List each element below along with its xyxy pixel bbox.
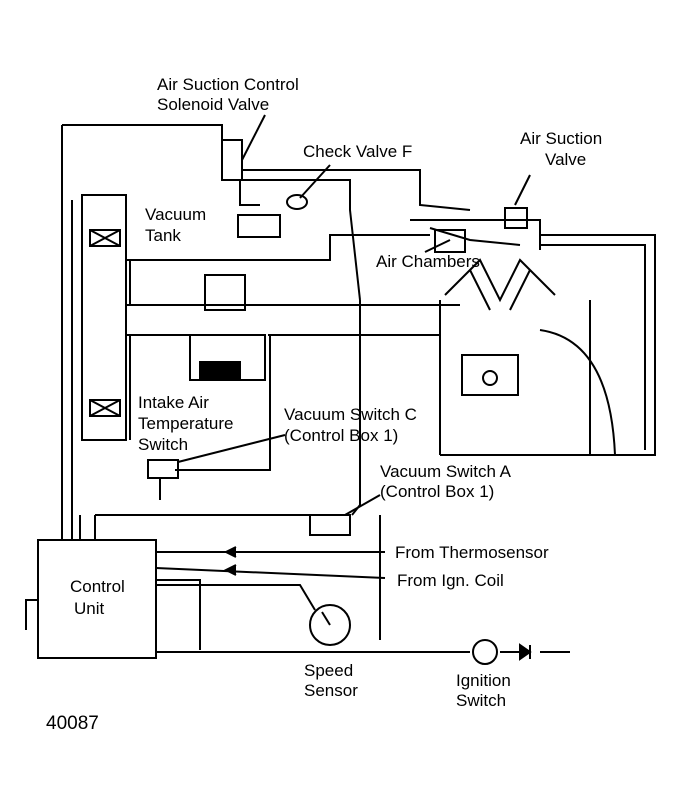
- label-valve: Valve: [545, 150, 587, 169]
- speed-sensor: [309, 604, 351, 646]
- label-temperature: Temperature: [138, 414, 234, 433]
- control-left-tab: [25, 599, 38, 630]
- piston-pin: [482, 370, 498, 386]
- figure-number: 40087: [46, 713, 99, 734]
- solenoid-valve: [221, 139, 243, 181]
- control-switch-line: [156, 579, 201, 650]
- label-ignition: Ignition: [456, 671, 511, 690]
- label-vacuum-switch-a: Vacuum Switch A: [380, 462, 512, 481]
- label-tank: Tank: [145, 226, 181, 245]
- pointer-air-chambers: [424, 239, 451, 253]
- throttle-body: [204, 274, 246, 311]
- diode: [519, 643, 532, 661]
- vacuum-tank-box: [237, 214, 281, 238]
- label-sensor: Sensor: [304, 681, 358, 700]
- canister-box-bottom: [89, 399, 121, 417]
- engine-curve: [539, 329, 616, 456]
- engine-cylinder: [439, 300, 600, 456]
- pointer-check: [299, 164, 331, 199]
- label-check-valve-f: Check Valve F: [303, 142, 413, 161]
- pointer-switch-c: [177, 434, 286, 463]
- check-valve: [286, 194, 308, 210]
- solenoid-lines: [242, 169, 471, 301]
- piston: [461, 354, 519, 396]
- air-suction-valve: [504, 207, 528, 229]
- air-chamber-box: [434, 229, 466, 253]
- solenoid-to-tank: [239, 180, 260, 206]
- left-outer-line: [61, 124, 223, 540]
- control-top-lines: [79, 515, 96, 540]
- engine-heads: [444, 258, 556, 311]
- canister-x-bottom: [89, 399, 121, 417]
- pointer-solenoid: [241, 114, 266, 161]
- speed-sensor-needle: [321, 611, 331, 626]
- label-switch: Switch: [138, 435, 189, 454]
- label-control-box-c: (Control Box 1): [284, 426, 399, 445]
- canister-x-top: [89, 229, 121, 247]
- ignition-switch: [472, 639, 498, 665]
- switch-c-lines: [159, 335, 271, 500]
- label-vacuum: Vacuum: [145, 205, 207, 224]
- label-air-chambers: Air Chambers: [376, 252, 480, 271]
- label-air-suction-control: Air Suction Control: [157, 75, 299, 94]
- label-intake-air: Intake Air: [138, 393, 209, 412]
- label-ignition-switch: Switch: [456, 691, 507, 710]
- label-control-box-a: (Control Box 1): [380, 482, 495, 501]
- label-vacuum-switch-c: Vacuum Switch C: [284, 405, 417, 424]
- label-solenoid-valve: Solenoid Valve: [157, 95, 270, 114]
- left-canister: [81, 194, 127, 441]
- pointer-air-suction: [514, 174, 531, 206]
- label-from-thermosensor: From Thermosensor: [395, 543, 549, 562]
- canister-box-top: [89, 229, 121, 247]
- big-loop: [540, 234, 656, 456]
- label-control: Control: [70, 577, 125, 596]
- label-from-ign-coil: From Ign. Coil: [397, 571, 504, 590]
- arrow-thermo: [223, 546, 237, 558]
- label-unit: Unit: [74, 599, 105, 618]
- throttle-hatched: [199, 361, 241, 381]
- speed-sensor-lead: [156, 584, 316, 611]
- arrow-coil: [223, 564, 237, 576]
- vacuum-switch-a: [309, 514, 351, 536]
- vacuum-switch-c: [147, 459, 179, 479]
- air-chamber-pipe: [410, 219, 541, 250]
- label-air-suction: Air Suction: [520, 129, 603, 148]
- ign-coil-line: [155, 567, 386, 579]
- label-speed: Speed: [304, 661, 354, 680]
- plenum-top: [126, 234, 460, 306]
- pointer-switch-a: [344, 494, 381, 516]
